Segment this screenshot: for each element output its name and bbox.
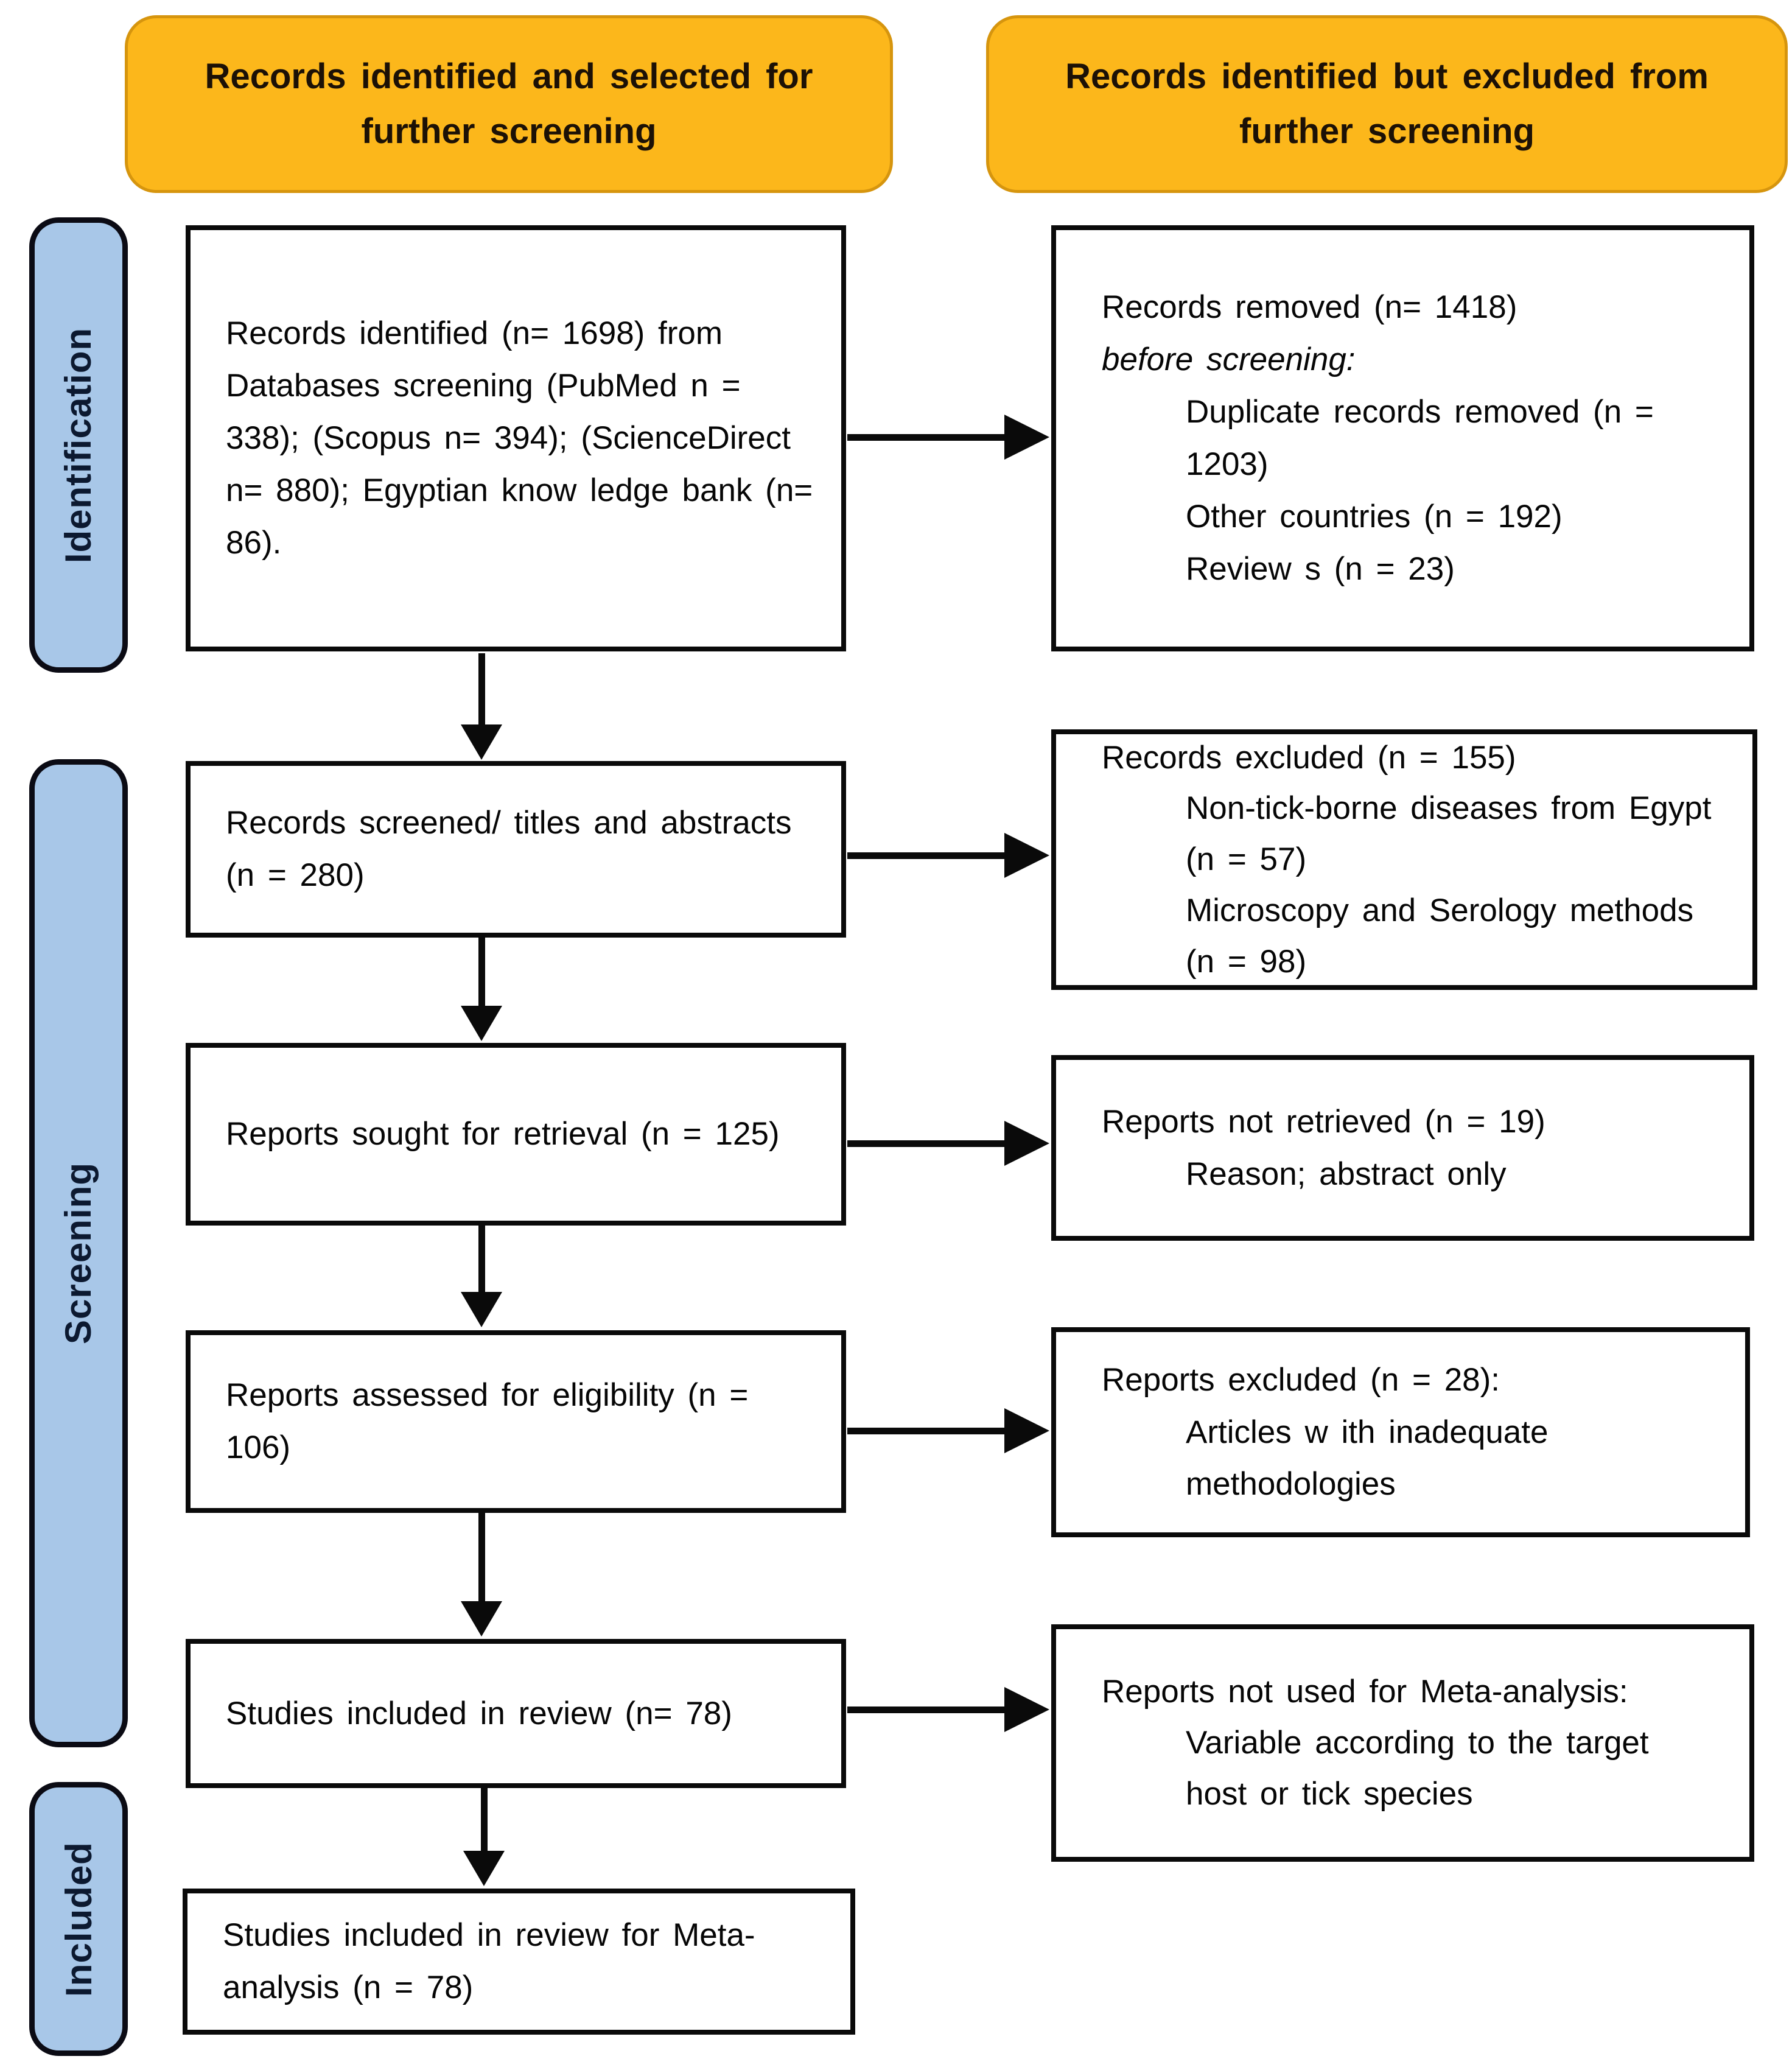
stage-identification: Identification (29, 217, 128, 673)
box-records-excluded-line1: Records excluded (n = 155) (1102, 739, 1516, 776)
box-records-identified-text: Records identified (n= 1698) from Databa… (226, 315, 813, 561)
box-reports-excluded: Reports excluded (n = 28): Articles w it… (1051, 1327, 1750, 1537)
box-records-excluded-line3: Microscopy and Serology methods (n = 98) (1186, 892, 1694, 980)
box-records-removed: Records removed (n= 1418) before screeni… (1051, 225, 1754, 651)
box-reports-not-used-meta-line1: Reports not used for Meta-analysis: (1102, 1674, 1628, 1710)
box-records-identified: Records identified (n= 1698) from Databa… (186, 225, 846, 651)
stage-screening-label: Screening (58, 1162, 99, 1345)
box-reports-sought: Reports sought for retrieval (n = 125) (186, 1043, 846, 1226)
box-reports-not-used-meta: Reports not used for Meta-analysis: Vari… (1051, 1624, 1754, 1862)
stage-included: Included (29, 1782, 128, 2056)
box-reports-assessed: Reports assessed for eligibility (n = 10… (186, 1330, 846, 1513)
box-records-removed-line5: Review s (n = 23) (1186, 550, 1455, 587)
box-records-excluded-line2: Non-tick-borne diseases from Egypt (n = … (1186, 790, 1712, 878)
box-records-screened-text: Records screened/ titles and abstracts (… (226, 805, 792, 893)
box-studies-meta-analysis: Studies included in review for Meta-anal… (183, 1889, 855, 2035)
box-reports-excluded-line2: Articles w ith inadequate methodologies (1186, 1414, 1549, 1503)
box-reports-sought-text: Reports sought for retrieval (n = 125) (226, 1116, 780, 1152)
box-studies-meta-analysis-text: Studies included in review for Meta-anal… (223, 1917, 755, 2005)
box-records-removed-line4: Other countries (n = 192) (1186, 498, 1563, 535)
box-studies-included: Studies included in review (n= 78) (186, 1639, 846, 1788)
box-reports-excluded-line1: Reports excluded (n = 28): (1102, 1361, 1500, 1398)
box-records-excluded: Records excluded (n = 155) Non-tick-born… (1051, 729, 1757, 990)
box-records-removed-line1: Records removed (n= 1418) (1102, 289, 1517, 326)
box-reports-not-retrieved-line1: Reports not retrieved (n = 19) (1102, 1103, 1545, 1140)
stage-identification-label: Identification (58, 327, 99, 563)
box-reports-not-used-meta-line2: Variable according to the target host or… (1186, 1725, 1649, 1812)
header-selected-label: Records identified and selected for furt… (205, 57, 813, 151)
box-reports-not-retrieved: Reports not retrieved (n = 19) Reason; a… (1051, 1055, 1754, 1241)
header-excluded-from-screening: Records identified but excluded from fur… (986, 15, 1788, 193)
box-records-removed-line3: Duplicate records removed (n = 1203) (1186, 394, 1654, 482)
box-studies-included-text: Studies included in review (n= 78) (226, 1695, 732, 1731)
box-reports-not-retrieved-line2: Reason; abstract only (1186, 1156, 1507, 1192)
box-records-removed-line2: before screening: (1102, 342, 1356, 378)
box-reports-assessed-text: Reports assessed for eligibility (n = 10… (226, 1377, 749, 1465)
stage-screening: Screening (29, 759, 128, 1747)
box-records-screened: Records screened/ titles and abstracts (… (186, 761, 846, 938)
header-selected-for-screening: Records identified and selected for furt… (125, 15, 893, 193)
header-excluded-label: Records identified but excluded from fur… (1065, 57, 1709, 151)
stage-included-label: Included (58, 1841, 99, 1997)
